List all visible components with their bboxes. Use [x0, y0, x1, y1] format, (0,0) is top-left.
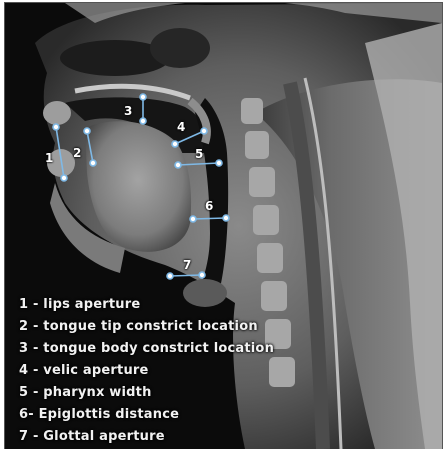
- legend-item-glottal-aperture: 7 - Glottal aperture: [19, 426, 274, 448]
- legend-item-epiglottis-distance: 6- Epiglottis distance: [19, 404, 274, 426]
- marker-label-7: 7: [183, 258, 191, 272]
- upper-lip: [43, 101, 71, 125]
- marker-label-2: 2: [73, 146, 81, 160]
- marker-label-4: 4: [177, 120, 185, 134]
- marker-label-5: 5: [195, 147, 203, 161]
- legend-item-lips-aperture: 1 - lips aperture: [19, 294, 274, 316]
- legend-item-tongue-body: 3 - tongue body constrict location: [19, 338, 274, 360]
- legend-item-velic-aperture: 4 - velic aperture: [19, 360, 274, 382]
- marker-label-1: 1: [45, 151, 53, 165]
- midsagittal-mri-image: 1 2 3 4 5 6 7 1 - lips aperture 2 - tong…: [4, 2, 443, 449]
- marker-label-6: 6: [205, 199, 213, 213]
- marker-label-3: 3: [124, 104, 132, 118]
- measurement-legend: 1 - lips aperture 2 - tongue tip constri…: [19, 294, 274, 448]
- legend-item-pharynx-width: 5 - pharynx width: [19, 382, 274, 404]
- legend-item-tongue-tip: 2 - tongue tip constrict location: [19, 316, 274, 338]
- sinus: [150, 28, 210, 68]
